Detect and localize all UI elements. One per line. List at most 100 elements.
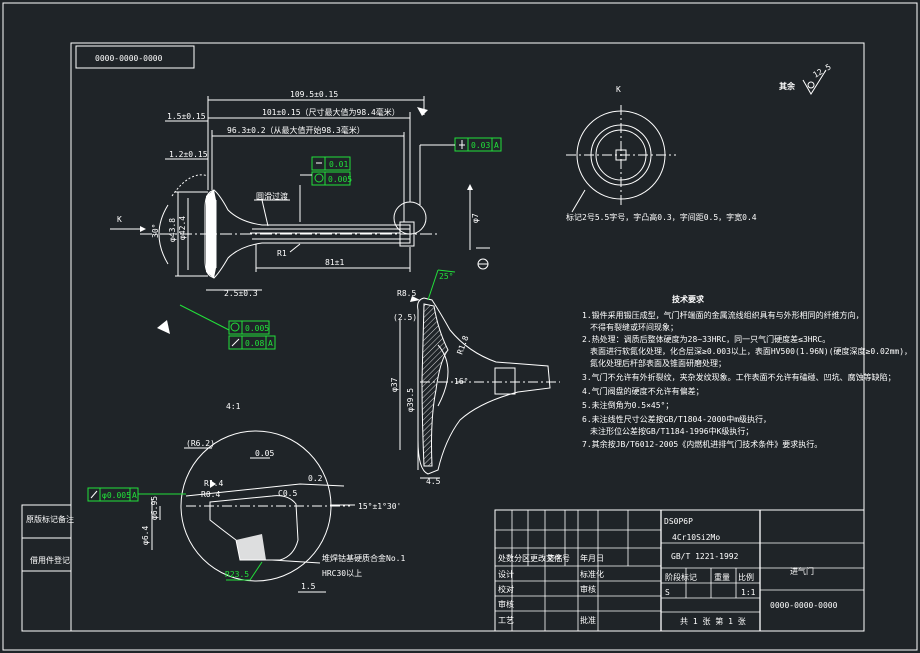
left-margin-box-2 [21, 537, 72, 572]
svg-text:3.气门不允许有外折裂纹，夹杂发纹现象。工作表面不允许有磕碰: 3.气门不允许有外折裂纹，夹杂发纹现象。工作表面不允许有磕碰、凹坑、腐蚀等缺陷； [582, 372, 896, 382]
view-k-note: 标记2号5.5字号，字凸高0.3，字间距0.5，字宽0.4 [566, 212, 757, 222]
svg-text:R23.5: R23.5 [225, 570, 249, 579]
svg-text:审核: 审核 [498, 599, 514, 609]
svg-text:φ6.95: φ6.95 [150, 496, 159, 520]
svg-text:0.2: 0.2 [308, 474, 323, 483]
detail-note-1: 堆焊钴基硬质合金No.1 [322, 553, 405, 563]
svg-text:R0.4: R0.4 [201, 490, 220, 499]
svg-text:C0.5: C0.5 [278, 489, 297, 498]
roughness-symbol-icon [802, 69, 827, 95]
svg-text:1.锻件采用锻压成型，气门杆端面的金属流线组织具有与外形相同: 1.锻件采用锻压成型，气门杆端面的金属流线组织具有与外形相同的纤维方向， [582, 310, 864, 320]
svg-text:处数: 处数 [498, 553, 514, 563]
title-block: 处数 分区 更改文件号 签名 年月日 设计 标准化 校对 审核 审核 工艺 批准… [494, 509, 865, 632]
svg-text:批准: 批准 [580, 615, 596, 625]
svg-text:φ37: φ37 [390, 377, 399, 392]
svg-text:0.08: 0.08 [245, 339, 264, 348]
svg-text:φ6.4: φ6.4 [141, 526, 150, 545]
detail-view: 4:1 (R6.2) 0.05 R1.4 R0.4 C0.5 0.2 15°±1… [87, 402, 405, 593]
svg-text:1.5: 1.5 [301, 582, 316, 591]
svg-text:0.03: 0.03 [471, 141, 490, 150]
svg-text:φ0.005: φ0.005 [102, 491, 131, 500]
drawing-number-box-top [75, 45, 195, 69]
svg-text:A: A [132, 491, 137, 500]
svg-text:5.未注倒角为0.5×45°；: 5.未注倒角为0.5×45°； [582, 400, 673, 410]
svg-text:25°: 25° [439, 272, 453, 281]
svg-text:φ43.8: φ43.8 [168, 218, 177, 242]
svg-text:比例: 比例 [738, 572, 754, 582]
svg-text:签名: 签名 [547, 553, 563, 563]
scale: 1:1 [741, 588, 756, 597]
svg-text:未注形位公差按GB/T1184-1996中K级执行；: 未注形位公差按GB/T1184-1996中K级执行； [590, 426, 753, 436]
svg-text:φ42.4: φ42.4 [178, 216, 187, 240]
main-view: 109.5±0.15 101±0.15（尺寸最大值为98.4毫米） 96.3±0… [110, 90, 490, 334]
sheet-info: 共 1 张 第 1 张 [680, 616, 746, 626]
svg-text:7.其余按JB/T6012-2005《内燃机进排气门技术条件: 7.其余按JB/T6012-2005《内燃机进排气门技术条件》要求执行。 [582, 439, 822, 449]
svg-text:阶段标记: 阶段标记 [665, 572, 697, 582]
svg-text:2.热处理：调质后整体硬度为28~33HRC，同一只气门硬度: 2.热处理：调质后整体硬度为28~33HRC，同一只气门硬度差≤3HRC。 [582, 334, 830, 344]
svg-text:0.05: 0.05 [255, 449, 274, 458]
left-margin-box-3 [21, 570, 72, 632]
view-k-label: K [616, 85, 621, 94]
svg-text:101±0.15（尺寸最大值为98.4毫米）: 101±0.15（尺寸最大值为98.4毫米） [262, 107, 400, 117]
svg-text:4.5: 4.5 [426, 477, 441, 486]
section-view: R8.5 (2.5) 25° R1.8 16° φ37 φ39.5 4.5 [390, 269, 560, 486]
svg-text:A: A [494, 141, 499, 150]
svg-text:氮化处理后杆部表面及锥面研磨处理；: 氮化处理后杆部表面及锥面研磨处理； [590, 358, 726, 368]
svg-text:4.气门阀盘的硬度不允许有偏差；: 4.气门阀盘的硬度不允许有偏差； [582, 386, 704, 396]
blank-spec: DS0P6P [664, 517, 693, 526]
svg-text:81±1: 81±1 [325, 258, 344, 267]
drawing-number-bottom: 0000-0000-0000 [770, 601, 838, 610]
svg-text:校对: 校对 [498, 584, 514, 594]
left-label-2: 借用件登记 [30, 555, 70, 565]
svg-text:15°±1°30': 15°±1°30' [358, 502, 401, 511]
svg-text:0.005: 0.005 [245, 324, 269, 333]
svg-text:R1: R1 [277, 249, 287, 258]
left-label-1: 原版标记备注 [26, 514, 74, 524]
svg-text:16°: 16° [454, 377, 468, 386]
tech-title: 技术要求 [672, 294, 705, 304]
drawing-number-top: 0000-0000-0000 [95, 54, 163, 63]
part-name: 进气门 [790, 566, 814, 576]
svg-text:φ7: φ7 [471, 213, 480, 223]
svg-text:109.5±0.15: 109.5±0.15 [290, 90, 338, 99]
roughness-other: 其余 [779, 81, 796, 91]
view-k: K 标记2号5.5字号，字凸高0.3，字间距0.5，字宽0.4 [566, 85, 757, 222]
svg-text:R1.8: R1.8 [455, 334, 470, 355]
valve-head-outline [204, 189, 411, 279]
svg-text:不得有裂缝或环间现象；: 不得有裂缝或环间现象； [590, 322, 678, 332]
svg-text:设计: 设计 [498, 569, 514, 579]
svg-text:φ39.5: φ39.5 [406, 388, 415, 412]
svg-text:更改文件号: 更改文件号 [530, 553, 570, 563]
material: 4Cr10Si2Mo [672, 533, 720, 542]
svg-text:1.5±0.15: 1.5±0.15 [167, 112, 206, 121]
svg-text:6.未注线性尺寸公差按GB/T1804-2000中m级执行，: 6.未注线性尺寸公差按GB/T1804-2000中m级执行， [582, 414, 771, 424]
svg-text:年月日: 年月日 [580, 553, 604, 563]
svg-text:1.2±0.15: 1.2±0.15 [169, 150, 208, 159]
drawing-frame [70, 42, 865, 632]
svg-text:工艺: 工艺 [498, 616, 514, 625]
gdt-main: 0.01 0.005 0.03 A 0.005 0.08 A [179, 137, 502, 350]
svg-text:30°: 30° [151, 224, 160, 238]
svg-text:96.3±0.2（从最大值开始98.3毫米）: 96.3±0.2（从最大值开始98.3毫米） [227, 125, 365, 135]
svg-text:重量: 重量 [714, 572, 730, 582]
svg-text:0.005: 0.005 [328, 175, 352, 184]
svg-text:0.01: 0.01 [329, 160, 348, 169]
svg-text:审核: 审核 [580, 584, 596, 594]
detail-note-2: HRC30以上 [322, 569, 362, 578]
svg-text:(2.5): (2.5) [393, 313, 417, 322]
svg-text:2.5±0.3: 2.5±0.3 [224, 289, 258, 298]
svg-text:(R6.2): (R6.2) [186, 439, 215, 448]
detail-scale: 4:1 [226, 402, 241, 411]
tech-requirements: 技术要求 1.锻件采用锻压成型，气门杆端面的金属流线组织具有与外形相同的纤维方向… [582, 294, 912, 449]
scale-letter: S [665, 588, 670, 597]
stem-callout: 圆滑过渡 [256, 191, 288, 201]
svg-text:R8.5: R8.5 [397, 289, 416, 298]
view-k-arrow: K [117, 215, 122, 224]
roughness-value: 12.5 [812, 62, 833, 80]
material-standard: GB/T 1221-1992 [671, 552, 739, 561]
svg-text:分区: 分区 [514, 554, 530, 563]
svg-text:表面进行软氮化处理，化合层深≥0.003以上，表面HV500: 表面进行软氮化处理，化合层深≥0.003以上，表面HV500(1.96N)(硬度… [590, 346, 912, 356]
svg-text:标准化: 标准化 [580, 569, 604, 579]
